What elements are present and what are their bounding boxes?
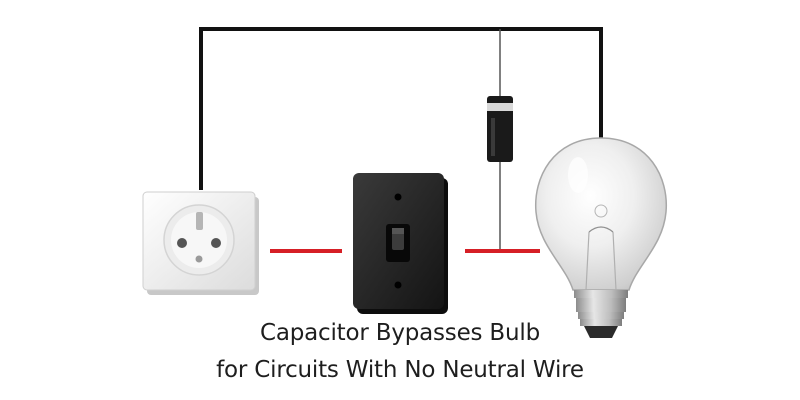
caption-line-1: Capacitor Bypasses Bulb: [260, 320, 540, 346]
light-switch-icon: [353, 173, 448, 314]
capacitor-icon: [487, 96, 513, 162]
caption-line-2: for Circuits With No Neutral Wire: [216, 357, 584, 383]
black-wire: [199, 27, 603, 190]
outlet-icon: [142, 191, 259, 295]
light-bulb-icon: [534, 137, 668, 338]
